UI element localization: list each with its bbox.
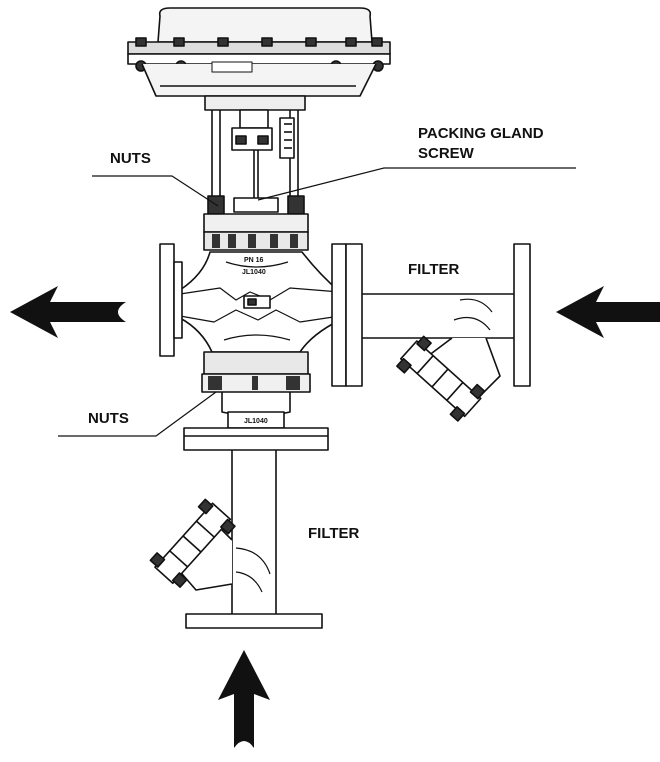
right-flange (331, 243, 363, 387)
upper-casting-marking: JL1040 (242, 269, 266, 276)
filter-right-label: FILTER (408, 261, 460, 278)
inlet-arrow-right (556, 286, 660, 338)
left-flange (159, 243, 183, 357)
leader-lines (58, 167, 576, 437)
right-filter (362, 243, 531, 422)
pn-marking: PN 16 (244, 257, 264, 264)
valve-body (179, 251, 341, 353)
lower-casting-marking: JL1040 (244, 418, 268, 425)
packing-gland-label-line1: PACKING GLAND (418, 125, 544, 142)
nuts-bottom-label: NUTS (88, 410, 129, 427)
filter-bottom-label: FILTER (308, 525, 360, 542)
yoke (207, 109, 305, 215)
inlet-arrow-bottom (218, 650, 270, 748)
actuator (127, 7, 391, 111)
bottom-filter (149, 450, 323, 629)
packing-gland-label-line2: SCREW (418, 145, 474, 162)
bottom-bonnet (183, 351, 329, 451)
flow-arrows (10, 286, 660, 748)
bonnet (203, 213, 309, 251)
outlet-arrow-left (10, 286, 126, 338)
nuts-top-label: NUTS (110, 150, 151, 167)
